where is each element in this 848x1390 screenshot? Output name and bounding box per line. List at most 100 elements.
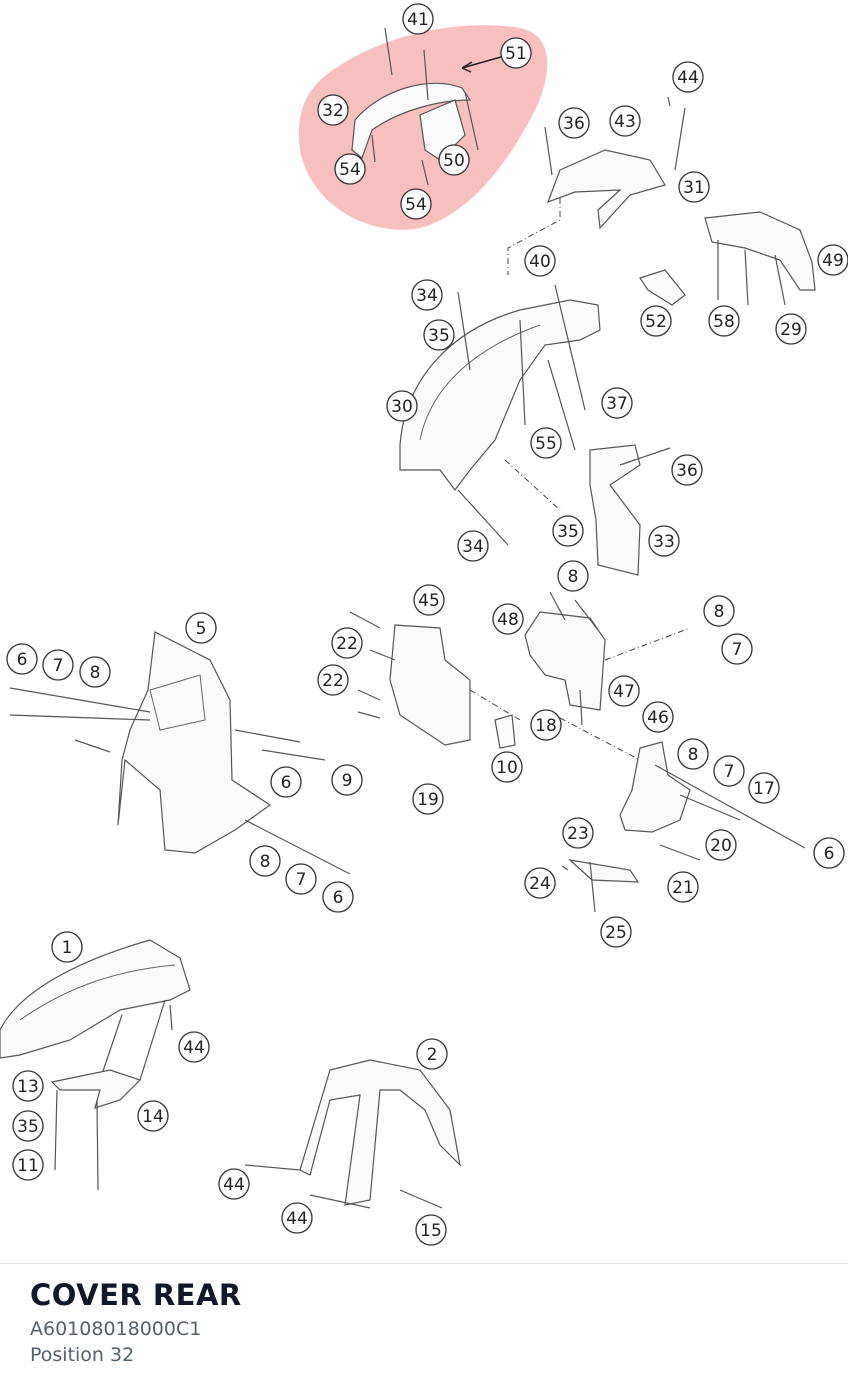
rear-bracket-part[interactable] [544,96,686,230]
callout-47[interactable]: 47 [608,675,640,707]
callout-20[interactable]: 20 [705,829,737,861]
callout-40[interactable]: 40 [524,245,556,277]
callout-6[interactable]: 6 [322,881,354,913]
callout-label: 47 [613,682,635,702]
callout-label: 7 [724,762,735,782]
strap-part[interactable] [561,859,640,913]
callout-circle [530,427,562,459]
callout-8[interactable]: 8 [557,560,589,592]
callout-8[interactable]: 8 [249,845,281,877]
mount-bracket-part[interactable] [559,717,806,861]
electronics-tray-part[interactable] [524,591,691,726]
callout-54[interactable]: 54 [400,188,432,220]
callout-44[interactable]: 44 [281,1202,313,1234]
callout-36[interactable]: 36 [558,107,590,139]
callout-52[interactable]: 52 [640,305,672,337]
callout-label: 50 [443,151,465,171]
callout-circle [558,107,590,139]
mud-guard-part[interactable] [244,1059,461,1209]
clip-part[interactable] [494,714,516,749]
callout-32[interactable]: 32 [317,94,349,126]
callout-label: 45 [418,591,440,611]
callout-35[interactable]: 35 [552,515,584,547]
callout-circle [423,319,455,351]
tail-light-part[interactable] [704,211,816,306]
small-bracket-part[interactable] [639,269,686,306]
callout-44[interactable]: 44 [672,61,704,93]
front-fender-part[interactable] [0,939,191,1081]
callout-17[interactable]: 17 [748,772,780,804]
callout-35[interactable]: 35 [423,319,455,351]
callout-51[interactable]: 51 [500,37,532,69]
callout-circle [552,515,584,547]
callout-9[interactable]: 9 [331,764,363,796]
callout-22[interactable]: 22 [317,664,349,696]
callout-11[interactable]: 11 [12,1149,44,1181]
callout-14[interactable]: 14 [137,1100,169,1132]
callout-8[interactable]: 8 [79,656,111,688]
bracket-plate-part[interactable] [349,611,521,746]
callout-10[interactable]: 10 [491,751,523,783]
callout-label: 11 [17,1156,39,1176]
callout-18[interactable]: 18 [530,709,562,741]
callout-44[interactable]: 44 [218,1168,250,1200]
callout-41[interactable]: 41 [402,3,434,35]
callout-34[interactable]: 34 [457,530,489,562]
callout-50[interactable]: 50 [438,144,470,176]
callout-22[interactable]: 22 [331,627,363,659]
callout-13[interactable]: 13 [12,1070,44,1102]
callout-circle [500,37,532,69]
callout-54[interactable]: 54 [334,153,366,185]
callout-7[interactable]: 7 [721,633,753,665]
callout-6[interactable]: 6 [813,837,845,869]
callout-5[interactable]: 5 [185,612,217,644]
callout-8[interactable]: 8 [677,738,709,770]
callout-29[interactable]: 29 [775,313,807,345]
callout-35[interactable]: 35 [12,1110,44,1142]
side-cover-part[interactable] [9,631,351,875]
callout-43[interactable]: 43 [609,105,641,137]
callout-44[interactable]: 44 [178,1031,210,1063]
callout-36[interactable]: 36 [671,454,703,486]
callout-label: 40 [529,252,551,272]
callout-24[interactable]: 24 [524,867,556,899]
callout-6[interactable]: 6 [270,766,302,798]
callout-34[interactable]: 34 [411,279,443,311]
callout-label: 6 [281,773,292,793]
callout-15[interactable]: 15 [415,1214,447,1246]
callout-30[interactable]: 30 [386,390,418,422]
callout-7[interactable]: 7 [42,649,74,681]
callout-23[interactable]: 23 [562,817,594,849]
callout-7[interactable]: 7 [713,755,745,787]
callout-7[interactable]: 7 [285,863,317,895]
callout-45[interactable]: 45 [413,584,445,616]
callout-label: 44 [286,1209,308,1229]
callout-2[interactable]: 2 [416,1038,448,1070]
callout-label: 13 [17,1077,39,1097]
callout-19[interactable]: 19 [412,783,444,815]
callout-circle [672,61,704,93]
callout-49[interactable]: 49 [817,244,848,276]
callout-48[interactable]: 48 [492,603,524,635]
pointer-arrow [461,56,502,73]
rear-fender-part[interactable] [399,284,601,546]
callout-58[interactable]: 58 [708,305,740,337]
callout-31[interactable]: 31 [678,171,710,203]
callout-37[interactable]: 37 [601,387,633,419]
callout-33[interactable]: 33 [648,525,680,557]
callout-circle [708,305,740,337]
callout-55[interactable]: 55 [530,427,562,459]
callout-46[interactable]: 46 [642,701,674,733]
fork-bridge-part[interactable] [50,1069,142,1191]
callout-8[interactable]: 8 [703,595,735,627]
callout-label: 44 [223,1175,245,1195]
inner-guard-part[interactable] [589,444,641,576]
callout-1[interactable]: 1 [51,931,83,963]
callout-21[interactable]: 21 [667,871,699,903]
callout-label: 35 [17,1117,39,1137]
callout-6[interactable]: 6 [6,643,38,675]
callout-label: 36 [563,114,585,134]
callout-circle [6,643,38,675]
callout-25[interactable]: 25 [600,916,632,948]
